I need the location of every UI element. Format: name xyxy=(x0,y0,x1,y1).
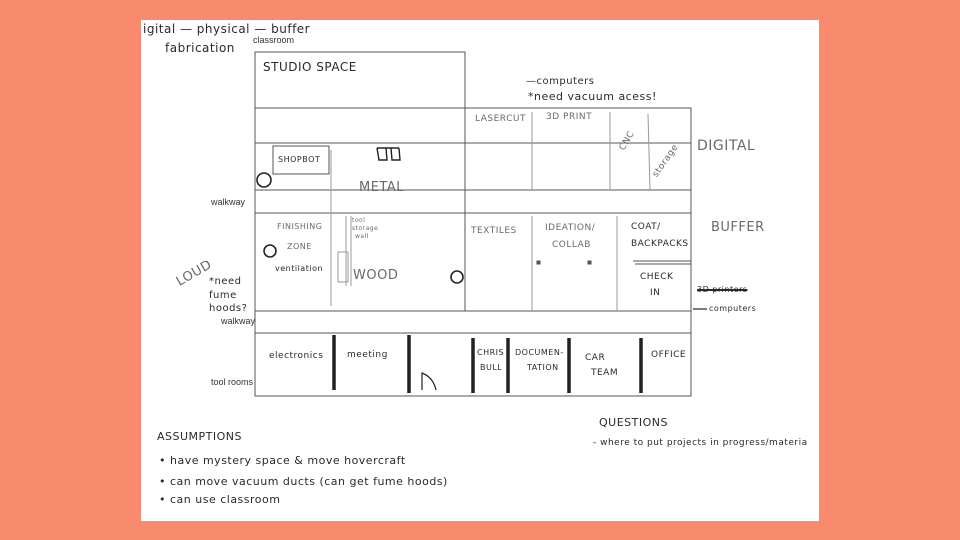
question-item: - where to put projects in progress/mate… xyxy=(593,438,808,448)
tool-storage-label-1: tool xyxy=(352,217,366,224)
computers-note-top: —computers xyxy=(526,76,595,87)
tool-storage-label-3: wall xyxy=(355,233,369,240)
car-team-label-2: TEAM xyxy=(591,368,619,378)
meeting-label: meeting xyxy=(347,350,388,360)
assumption-item: • can use classroom xyxy=(159,493,281,506)
questions-title: QUESTIONS xyxy=(599,416,668,429)
check-in-label-2: IN xyxy=(650,288,661,298)
fume-hood-note-1: *need xyxy=(209,276,242,287)
coat-label-1: COAT/ xyxy=(631,222,661,232)
walkway-label-top: walkway xyxy=(211,197,246,207)
walkway-label-bottom: walkway xyxy=(221,316,256,326)
assumption-item: • have mystery space & move hovercraft xyxy=(159,454,406,467)
coat-label-2: BACKPACKS xyxy=(631,239,689,249)
chris-bull-label-2: BULL xyxy=(480,363,503,372)
finishing-zone-label-1: FINISHING xyxy=(277,222,323,231)
shopbot-label: SHOPBOT xyxy=(278,155,321,164)
classroom-label: classroom xyxy=(253,35,295,45)
buffer-zone-label: BUFFER xyxy=(711,220,765,235)
3d-print-label: 3D PRINT xyxy=(546,112,593,122)
assumptions-title: ASSUMPTIONS xyxy=(157,430,242,443)
textiles-label: TEXTILES xyxy=(471,226,517,236)
tool-storage-label-2: storage xyxy=(352,225,379,232)
fume-hood-note-2: fume xyxy=(209,290,237,301)
assumption-item: • can move vacuum ducts (can get fume ho… xyxy=(159,475,448,488)
building-outline xyxy=(254,107,692,397)
finishing-zone-label-2: ZONE xyxy=(287,242,312,251)
digital-zone-label: DIGITAL xyxy=(697,138,756,154)
fume-hood-note-3: hoods? xyxy=(209,303,248,314)
wood-label: WOOD xyxy=(353,268,399,283)
check-in-label-1: CHECK xyxy=(640,272,674,282)
ideation-label-2: COLLAB xyxy=(552,240,591,250)
metal-label: METAL xyxy=(359,180,404,195)
computers-note-right: computers xyxy=(709,304,757,313)
ventilation-label: ventilation xyxy=(275,264,324,273)
documentation-label-2: TATION xyxy=(527,363,559,372)
header-line-1: igital — physical — buffer xyxy=(143,22,311,36)
office-label: OFFICE xyxy=(651,350,687,360)
ideation-label-1: IDEATION/ xyxy=(545,223,596,233)
shopbot-box xyxy=(272,145,330,175)
tool-rooms-label: tool rooms xyxy=(211,377,254,387)
3d-printers-struck-note: 3D printers xyxy=(697,285,748,294)
documentation-label-1: DOCUMEN- xyxy=(515,348,564,357)
car-team-label-1: CAR xyxy=(585,353,606,363)
electronics-label: electronics xyxy=(269,351,324,361)
studio-space-label: STUDIO SPACE xyxy=(263,60,357,74)
lasercut-label: LASERCUT xyxy=(475,114,526,124)
chris-bull-label-1: CHRIS xyxy=(477,348,505,357)
header-line-2: fabrication xyxy=(165,41,235,55)
vacuum-note: *need vacuum acess! xyxy=(528,90,657,103)
sketch-paper: igital — physical — buffer fabrication c… xyxy=(141,20,819,521)
floor-plan-drawing xyxy=(254,51,707,397)
